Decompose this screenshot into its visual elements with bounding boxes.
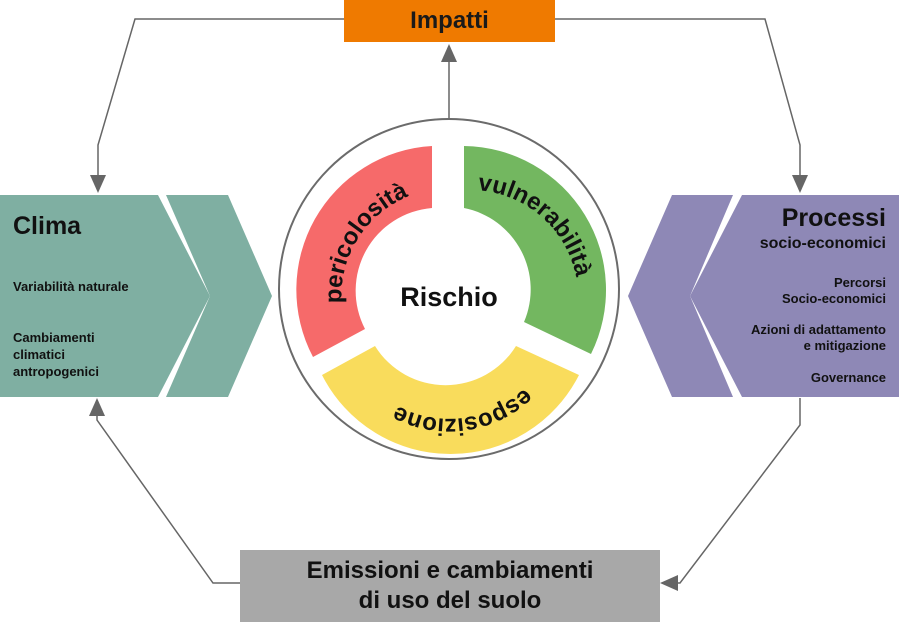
clima-item-variabilita: Variabilità naturale bbox=[13, 279, 129, 294]
processi-item-azioni: Azioni di adattamento bbox=[750, 322, 886, 337]
emissioni-line1: Emissioni e cambiamenti bbox=[306, 557, 594, 584]
processi-item-governance: Governance bbox=[810, 370, 886, 385]
connector-impatti-to-clima bbox=[90, 18, 344, 193]
segment-hazard bbox=[296, 146, 432, 357]
clima-item-cambiamenti: Cambiamenti bbox=[13, 330, 95, 345]
clima-title: Clima bbox=[13, 212, 82, 240]
connector-emissioni-to-clima bbox=[89, 398, 240, 584]
connectors bbox=[89, 18, 808, 591]
processi-item-mitigazione: e mitigazione bbox=[803, 338, 886, 353]
processi-chevron-small bbox=[628, 195, 733, 397]
segment-exposure bbox=[322, 346, 579, 455]
processi-item-socioeconomici: Socio-economici bbox=[781, 291, 886, 306]
processi-chevron-main bbox=[690, 195, 899, 397]
emissioni-box: Emissioni e cambiamenti di uso del suolo bbox=[240, 550, 660, 622]
processi-block bbox=[628, 195, 899, 397]
clima-item-antropogenici: antropogenici bbox=[13, 364, 99, 379]
impatti-box: Impatti bbox=[344, 0, 555, 42]
processi-subtitle: socio-economici bbox=[759, 235, 886, 252]
connector-processi-to-emissioni bbox=[660, 398, 801, 591]
clima-item-climatici: climatici bbox=[13, 347, 66, 362]
connector-impatti-to-processi bbox=[555, 18, 808, 193]
clima-chevron-small bbox=[166, 195, 272, 397]
clima-chevron-main bbox=[0, 195, 210, 397]
processi-title: Processi bbox=[781, 204, 886, 232]
clima-block bbox=[0, 195, 272, 397]
risk-wheel: pericolosità vulnerabilità esposizione R… bbox=[278, 118, 620, 460]
processi-item-percorsi: Percorsi bbox=[833, 275, 886, 290]
center-label: Rischio bbox=[400, 282, 498, 312]
emissioni-line2: di uso del suolo bbox=[358, 587, 542, 614]
segment-vulnerability bbox=[464, 146, 607, 354]
